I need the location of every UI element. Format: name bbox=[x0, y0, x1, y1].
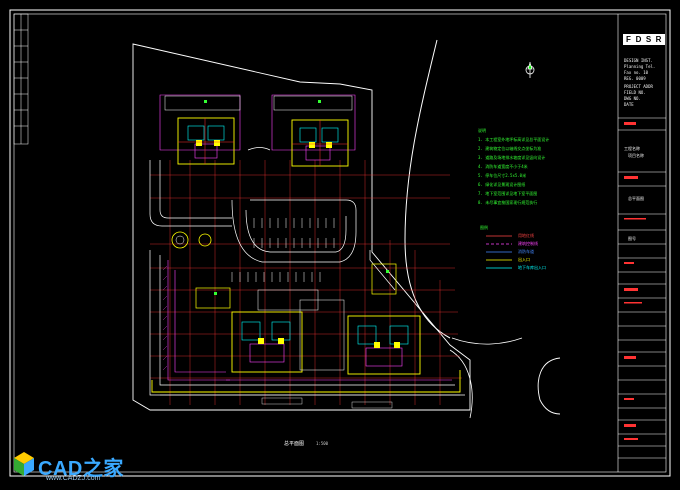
north-arrow-icon bbox=[525, 61, 535, 78]
legend-item: 用地红线 bbox=[518, 233, 534, 238]
notes-item: 8. 未尽事宜按国家现行规范执行 bbox=[478, 200, 538, 205]
curved-road-edge bbox=[404, 39, 451, 339]
title-block-row: Planning Tel. bbox=[624, 64, 656, 69]
sheet-outer-frame bbox=[9, 9, 671, 477]
notes-item: 3. 道路及场地排水坡度详见竖向设计 bbox=[478, 155, 546, 160]
building-b bbox=[273, 95, 353, 167]
roundabout bbox=[171, 231, 212, 249]
brand-letter: S bbox=[645, 35, 652, 44]
title-block-row: Fax no. 10 bbox=[624, 70, 649, 75]
watermark-url: www.CADZJ.com bbox=[46, 475, 101, 482]
title-block-project: 工程名称 bbox=[624, 146, 640, 151]
road-arc-bottom bbox=[449, 349, 473, 419]
brand-letter: F bbox=[626, 35, 631, 44]
title-block-row: DWG NO. bbox=[624, 96, 641, 101]
plan-title: 总平面图 bbox=[284, 441, 305, 447]
building-d bbox=[299, 263, 421, 375]
notes-heading: 说明 bbox=[478, 128, 486, 133]
watermark-name: CAD之家 bbox=[38, 458, 124, 480]
internal-roads bbox=[149, 147, 465, 396]
notes-item: 6. 绿化详见景观设计图纸 bbox=[478, 182, 526, 187]
legend-item: 地下车库出入口 bbox=[518, 265, 546, 270]
road-arc-bottom-right bbox=[537, 357, 561, 415]
brand-letter: D bbox=[635, 35, 642, 44]
road-edge-lower bbox=[451, 337, 523, 345]
brand-letter: R bbox=[655, 35, 662, 44]
building-a bbox=[164, 95, 241, 165]
west-frontage-hatch bbox=[162, 265, 168, 371]
cad-watermark: CAD之家 www.CADZJ.com bbox=[6, 448, 136, 484]
notes-item: 7. 地下室范围详见地下室平面图 bbox=[478, 191, 538, 196]
notes-item: 5. 停车位尺寸2.5x5.0米 bbox=[478, 173, 527, 178]
title-block-dwg-no: 图号 bbox=[628, 236, 636, 241]
binding-strip bbox=[13, 13, 29, 145]
building-c bbox=[195, 287, 319, 373]
parking-bays bbox=[231, 218, 335, 282]
title-block-project-name: 项目名称 bbox=[628, 153, 644, 158]
title-block bbox=[617, 14, 666, 472]
construction-grid bbox=[150, 160, 462, 405]
legend-heading: 图例 bbox=[480, 225, 488, 230]
notes-item: 2. 建筑物定位以轴线交点坐标为准 bbox=[478, 146, 542, 151]
plan-markers bbox=[204, 100, 389, 295]
notes-item: 1. 本工程室外地坪标高详见总平面设计 bbox=[478, 137, 550, 142]
landscape-lines bbox=[159, 94, 452, 381]
sheet-inner-frame bbox=[13, 13, 667, 473]
street-frontage bbox=[151, 370, 461, 409]
legend-item: 消防车道 bbox=[518, 249, 534, 254]
design-notes: 说明 1. 本工程室外地坪标高详见总平面设计 2. 建筑物定位以轴线交点坐标为准… bbox=[478, 126, 549, 207]
title-block-red-marks bbox=[624, 122, 646, 440]
site-outline bbox=[132, 43, 471, 411]
title-block-row: DATE bbox=[624, 102, 634, 107]
legend-item: 出入口 bbox=[518, 257, 530, 262]
plan-scale: 1:500 bbox=[316, 441, 329, 446]
legend-item: 建筑控制线 bbox=[518, 241, 538, 246]
title-block-drawing-title: 总平面图 bbox=[628, 196, 644, 201]
legend: 图例 用地红线 建筑控制线 消防车道 出入口 地下车库出入口 bbox=[480, 224, 546, 272]
title-block-row: REG. 0009 bbox=[624, 76, 646, 81]
brand-logo: F D S R bbox=[623, 34, 665, 45]
title-block-row: PROJECT ADDR bbox=[624, 84, 653, 89]
notes-item: 4. 消防车道宽度不小于4米 bbox=[478, 164, 528, 169]
title-block-row: DESIGN INST. bbox=[624, 58, 653, 63]
cad-logo-icon bbox=[14, 452, 34, 476]
title-block-row: FIELD NO. bbox=[624, 90, 646, 95]
legend-lines bbox=[486, 235, 512, 269]
